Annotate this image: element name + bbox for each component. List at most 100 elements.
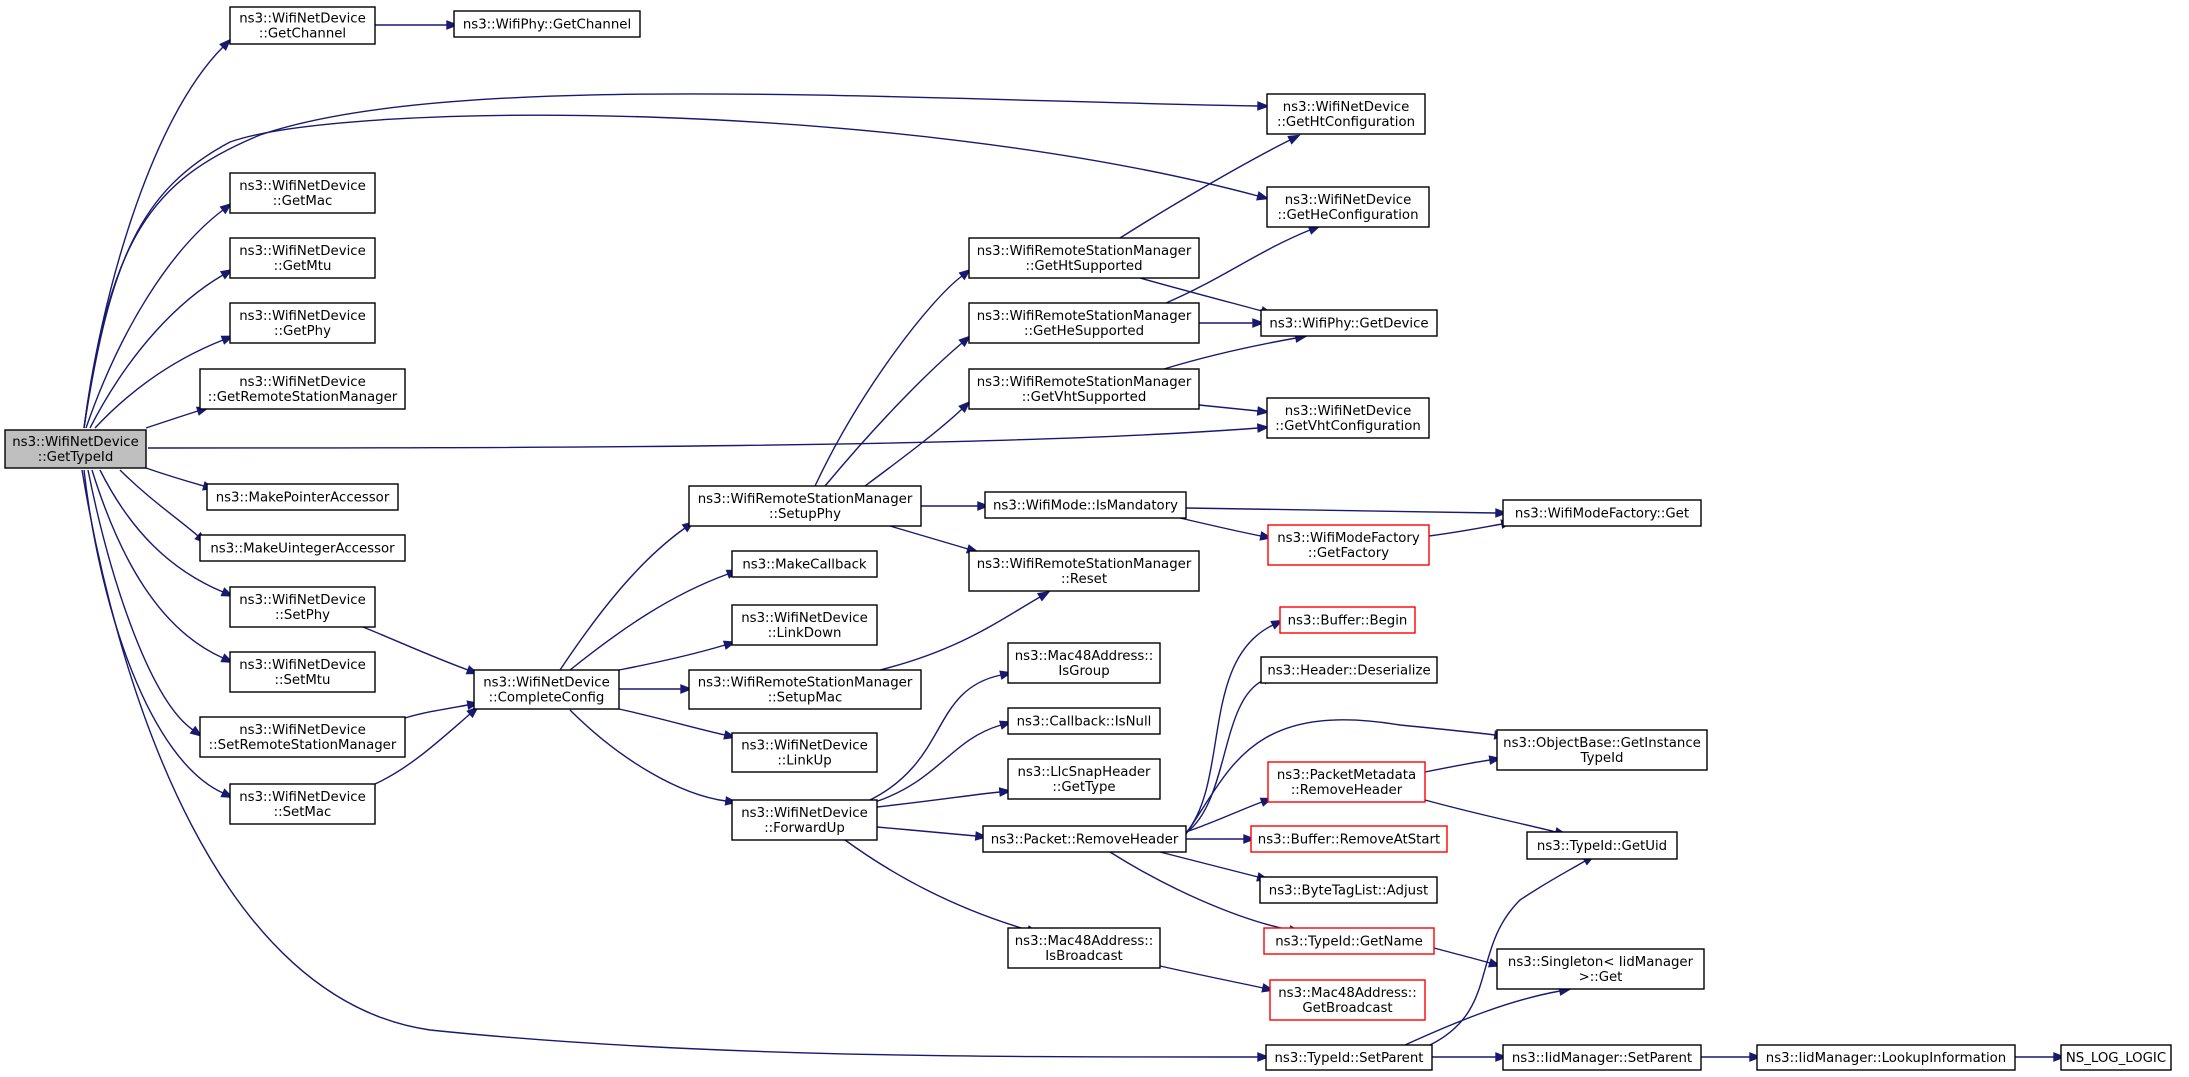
- node-box: [1267, 761, 1426, 803]
- arrowhead: [1495, 1052, 1508, 1062]
- edge-setup-phy-to-rsm-reset: [889, 525, 980, 554]
- node-set-rsm[interactable]: ns3::WifiNetDevice::SetRemoteStationMana…: [199, 716, 406, 758]
- node-get-ht-config[interactable]: ns3::WifiNetDevice::GetHtConfiguration: [1266, 93, 1426, 135]
- node-box: [206, 483, 399, 511]
- node-label: ns3::Singleton< IidManager: [1508, 955, 1694, 970]
- node-label: ::LinkUp: [777, 754, 831, 769]
- node-get-channel[interactable]: ns3::WifiNetDevice::GetChannel: [229, 6, 376, 45]
- arrowhead: [974, 831, 988, 841]
- node-make-ptr[interactable]: ns3::MakePointerAccessor: [206, 483, 399, 511]
- node-label: ns3::Mac48Address::: [1015, 649, 1154, 664]
- edge-line: [569, 709, 727, 802]
- node-label: ns3::WifiNetDevice: [239, 658, 366, 673]
- node-tid-get-name[interactable]: ns3::TypeId::GetName: [1263, 927, 1435, 955]
- node-make-uint[interactable]: ns3::MakeUintegerAccessor: [199, 534, 406, 562]
- edge-root-to-get-mac: [85, 202, 233, 429]
- node-box: [1502, 1044, 1702, 1071]
- edge-forward-up-to-pkt-remove-header: [876, 826, 988, 841]
- node-make-callback[interactable]: ns3::MakeCallback: [731, 550, 878, 578]
- arrowhead: [446, 20, 459, 30]
- node-get-vht-config[interactable]: ns3::WifiNetDevice::GetVhtConfiguration: [1266, 397, 1430, 439]
- arrowhead: [1036, 591, 1051, 602]
- graph-nodes: ns3::WifiNetDevice::GetTypeIdns3::WifiNe…: [4, 6, 2172, 1071]
- node-set-mac[interactable]: ns3::WifiNetDevice::SetMac: [229, 783, 376, 825]
- node-pm-remove-header[interactable]: ns3::PacketMetadata::RemoveHeader: [1267, 761, 1426, 803]
- edge-iid-set-parent-to-iid-lookup-info: [1701, 1052, 1762, 1062]
- edge-line: [569, 573, 729, 671]
- node-box: [1269, 979, 1426, 1021]
- node-label: ::LinkDown: [768, 626, 842, 641]
- node-label: ::SetMtu: [275, 673, 331, 688]
- node-tid-set-parent[interactable]: ns3::TypeId::SetParent: [1265, 1044, 1433, 1071]
- arrowhead: [466, 706, 480, 719]
- edge-line: [1179, 517, 1262, 537]
- edge-line: [83, 114, 1259, 429]
- node-get-he-supported[interactable]: ns3::WifiRemoteStationManager::GetHeSupp…: [968, 302, 1200, 344]
- node-box: [1260, 656, 1438, 684]
- node-llc-get-type[interactable]: ns3::LlcSnapHeader::GetType: [1007, 758, 1161, 800]
- node-box: [199, 716, 406, 758]
- node-box: [229, 6, 376, 45]
- node-root[interactable]: ns3::WifiNetDevice::GetTypeId: [4, 429, 147, 469]
- node-iid-set-parent[interactable]: ns3::IidManager::SetParent: [1502, 1044, 1702, 1071]
- node-label: NS_LOG_LOGIC: [2066, 1051, 2166, 1066]
- node-pkt-remove-header[interactable]: ns3::Packet::RemoveHeader: [982, 825, 1187, 853]
- node-buf-begin[interactable]: ns3::Buffer::Begin: [1279, 606, 1416, 634]
- node-hdr-deserialize[interactable]: ns3::Header::Deserialize: [1260, 656, 1438, 684]
- node-btl-adjust[interactable]: ns3::ByteTagList::Adjust: [1259, 876, 1438, 904]
- node-set-phy[interactable]: ns3::WifiNetDevice::SetPhy: [229, 586, 376, 628]
- node-iid-lookup-info[interactable]: ns3::IidManager::LookupInformation: [1756, 1044, 2016, 1071]
- node-tid-get-uid[interactable]: ns3::TypeId::GetUid: [1526, 831, 1678, 860]
- node-mac-get-broadcast[interactable]: ns3::Mac48Address::GetBroadcast: [1269, 979, 1426, 1021]
- edge-line: [1185, 719, 1496, 835]
- node-get-vht-supported[interactable]: ns3::WifiRemoteStationManager::GetVhtSup…: [968, 368, 1200, 410]
- node-is-broadcast[interactable]: ns3::Mac48Address::IsBroadcast: [1007, 927, 1161, 969]
- node-get-phy[interactable]: ns3::WifiNetDevice::GetPhy: [229, 302, 376, 344]
- node-is-group[interactable]: ns3::Mac48Address::IsGroup: [1007, 642, 1161, 684]
- node-label: ::GetTypeId: [38, 450, 114, 465]
- node-singleton-get[interactable]: ns3::Singleton< IidManager >::Get: [1496, 948, 1705, 990]
- edge-setup-phy-to-get-ht-supported: [814, 268, 972, 487]
- edge-setup-mac-to-rsm-reset: [879, 591, 1051, 671]
- node-get-mtu[interactable]: ns3::WifiNetDevice::GetMtu: [229, 237, 376, 279]
- node-box: [199, 534, 406, 562]
- arrowhead: [998, 787, 1012, 797]
- node-label: ::RemoveHeader: [1291, 783, 1403, 798]
- edge-set-mac-to-complete-config: [374, 706, 480, 785]
- node-mode-factory-get[interactable]: ns3::WifiModeFactory::Get: [1502, 499, 1702, 527]
- node-mode-factory-get-factory[interactable]: ns3::WifiModeFactory::GetFactory: [1267, 524, 1430, 566]
- node-set-mtu[interactable]: ns3::WifiNetDevice::SetMtu: [229, 651, 376, 693]
- node-phy-get-channel[interactable]: ns3::WifiPhy::GetChannel: [453, 10, 641, 38]
- node-label: ns3::WifiNetDevice: [741, 611, 868, 626]
- node-forward-up[interactable]: ns3::WifiNetDevice::ForwardUp: [731, 799, 878, 841]
- node-link-down[interactable]: ns3::WifiNetDevice::LinkDown: [731, 604, 878, 646]
- node-complete-config[interactable]: ns3::WifiNetDevice::CompleteConfig: [473, 669, 620, 710]
- node-label: ns3::Buffer::RemoveAtStart: [1258, 833, 1440, 848]
- edge-line: [1429, 860, 1586, 1046]
- node-label: ns3::WifiNetDevice: [239, 723, 366, 738]
- edge-forward-up-to-cb-is-null: [874, 720, 1013, 803]
- node-get-rsm[interactable]: ns3::WifiNetDevice::GetRemoteStationMana…: [199, 368, 406, 410]
- node-label: ns3::WifiNetDevice: [483, 676, 610, 691]
- node-get-ht-supported[interactable]: ns3::WifiRemoteStationManager::GetHtSupp…: [968, 237, 1200, 279]
- edge-get-he-supported-to-phy-get-device: [1199, 318, 1265, 328]
- node-get-he-config[interactable]: ns3::WifiNetDevice::GetHeConfiguration: [1266, 186, 1430, 228]
- node-buf-remove-at-start[interactable]: ns3::Buffer::RemoveAtStart: [1250, 825, 1448, 853]
- node-rsm-reset[interactable]: ns3::WifiRemoteStationManager::Reset: [968, 550, 1200, 592]
- node-cb-is-null[interactable]: ns3::Callback::IsNull: [1007, 707, 1161, 735]
- node-label: ns3::WifiMode::IsMandatory: [993, 499, 1178, 514]
- node-phy-get-device[interactable]: ns3::WifiPhy::GetDevice: [1260, 309, 1438, 337]
- edge-root-to-make-uint: [119, 469, 207, 544]
- edge-line: [1198, 404, 1259, 412]
- edge-complete-config-to-forward-up: [569, 709, 738, 806]
- node-setup-mac[interactable]: ns3::WifiRemoteStationManager::SetupMac: [688, 669, 922, 710]
- node-setup-phy[interactable]: ns3::WifiRemoteStationManager::SetupPhy: [688, 485, 922, 527]
- node-get-mac[interactable]: ns3::WifiNetDevice::GetMac: [229, 172, 376, 214]
- node-link-up[interactable]: ns3::WifiNetDevice::LinkUp: [731, 732, 878, 773]
- node-label: ::GetHtSupported: [1025, 259, 1142, 274]
- edge-line: [1159, 965, 1264, 989]
- node-is-mandatory[interactable]: ns3::WifiMode::IsMandatory: [984, 491, 1187, 519]
- node-ns-log-logic[interactable]: NS_LOG_LOGIC: [2060, 1044, 2172, 1071]
- node-label: ns3::Callback::IsNull: [1017, 715, 1152, 730]
